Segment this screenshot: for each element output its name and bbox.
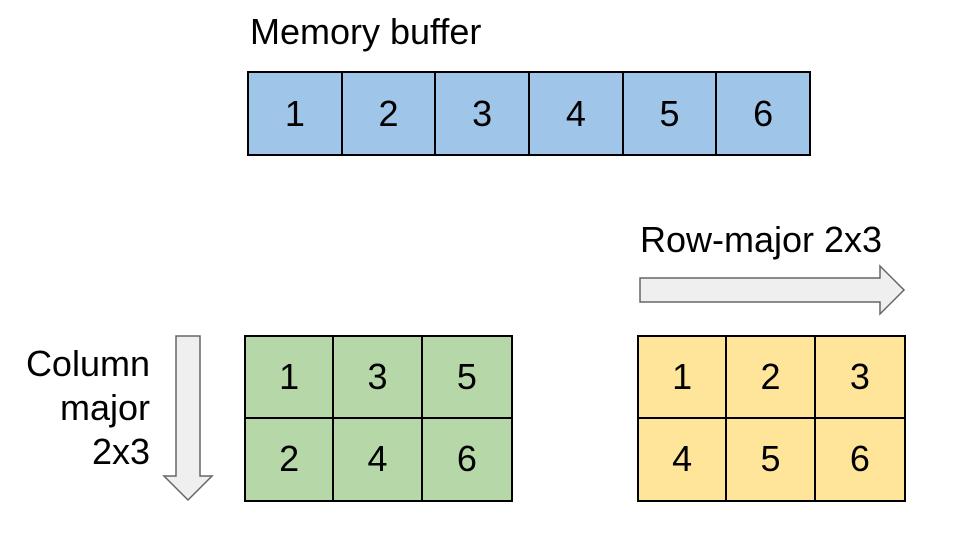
row-major-cell: 1: [639, 337, 728, 419]
column-major-cell: 4: [334, 418, 423, 500]
row-major-cell: 5: [727, 418, 816, 500]
right-arrow-icon: [639, 264, 906, 316]
column-major-cell: 1: [246, 337, 335, 419]
column-major-grid: 1 3 5 2 4 6: [244, 335, 513, 502]
down-arrow-icon: [162, 335, 214, 502]
memory-buffer: 1 2 3 4 5 6: [247, 71, 811, 156]
buffer-cell: 5: [624, 73, 718, 154]
row-major-cell: 2: [727, 337, 816, 419]
row-major-grid: 1 2 3 4 5 6: [637, 335, 906, 502]
buffer-cell: 2: [343, 73, 437, 154]
column-major-label: Column major 2x3: [0, 342, 150, 474]
column-major-cell: 3: [334, 337, 423, 419]
column-major-label-line: 2x3: [91, 431, 150, 472]
buffer-cell: 6: [753, 92, 774, 134]
column-major-cell: 6: [456, 438, 477, 480]
row-major-label: Row-major 2x3: [640, 219, 883, 260]
row-major-cell: 3: [815, 337, 904, 419]
memory-buffer-title: Memory buffer: [250, 11, 482, 52]
buffer-cell: 1: [249, 73, 343, 154]
row-major-cell: 6: [849, 438, 870, 480]
column-major-label-line: Column: [25, 343, 150, 384]
buffer-cell: 3: [436, 73, 531, 154]
row-major-cell: 4: [639, 418, 728, 500]
column-major-cell: 5: [422, 337, 511, 419]
down-arrow-shape: [162, 335, 214, 502]
right-arrow-shape: [639, 264, 906, 316]
buffer-cell: 4: [530, 73, 624, 154]
column-major-cell: 2: [246, 418, 335, 500]
column-major-label-line: major: [59, 387, 150, 428]
